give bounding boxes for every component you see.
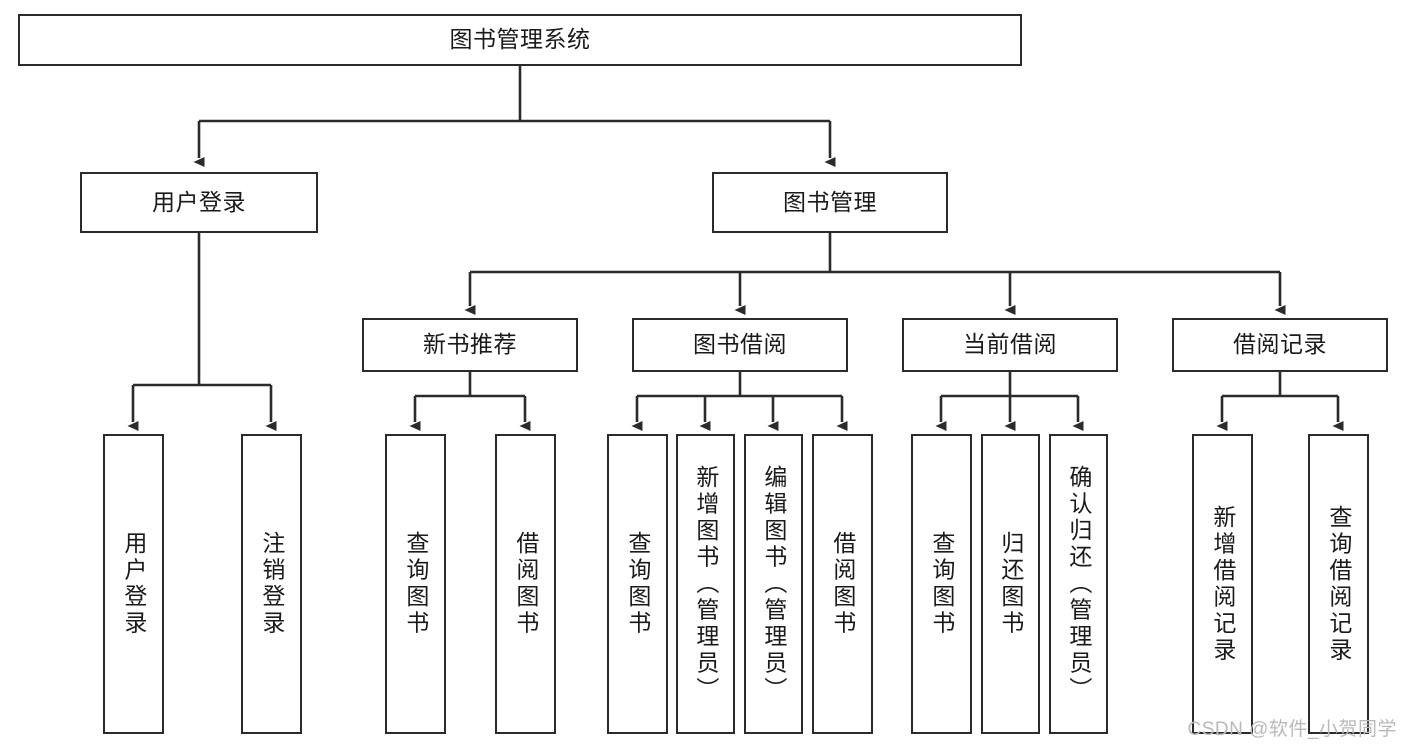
node-label: 查询图书 [928,531,955,637]
node-label: 确认归还（管理员） [1065,464,1092,704]
node-label: 查询图书 [402,531,429,637]
leaf-borrow-book-new[interactable]: 借阅图书 [495,434,556,734]
node-label: 归还图书 [997,531,1024,637]
node-root-system[interactable]: 图书管理系统 [18,14,1022,66]
leaf-query-book-new[interactable]: 查询图书 [385,434,446,734]
node-label: 查询借阅记录 [1325,504,1352,664]
node-label: 新增图书（管理员） [692,464,719,704]
node-label: 图书管理 [783,188,877,215]
leaf-logout[interactable]: 注销登录 [241,434,302,734]
node-label: 注销登录 [258,531,285,637]
node-borrow-records[interactable]: 借阅记录 [1172,318,1388,372]
node-label: 图书管理系统 [449,26,591,53]
node-current-borrow[interactable]: 当前借阅 [902,318,1118,372]
node-label: 当前借阅 [963,331,1057,358]
node-label: 借阅图书 [829,531,856,637]
node-book-borrow[interactable]: 图书借阅 [632,318,848,372]
leaf-confirm-return-admin[interactable]: 确认归还（管理员） [1049,434,1108,734]
leaf-query-book-borrow[interactable]: 查询图书 [607,434,668,734]
node-label: 新增借阅记录 [1209,504,1236,664]
node-label: 借阅图书 [512,531,539,637]
leaf-add-borrow-record[interactable]: 新增借阅记录 [1192,434,1253,734]
node-label: 用户登录 [120,531,147,637]
node-label: 编辑图书（管理员） [760,464,787,704]
leaf-borrow-book[interactable]: 借阅图书 [812,434,873,734]
node-label: 新书推荐 [423,331,517,358]
leaf-user-login[interactable]: 用户登录 [103,434,164,734]
node-user-login[interactable]: 用户登录 [80,172,318,233]
leaf-add-book-admin[interactable]: 新增图书（管理员） [676,434,735,734]
watermark: CSDN @软件_小贺同学 [1187,719,1397,740]
node-label: 查询图书 [624,531,651,637]
leaf-query-borrow-record[interactable]: 查询借阅记录 [1308,434,1369,734]
leaf-edit-book-admin[interactable]: 编辑图书（管理员） [744,434,803,734]
leaf-query-book-current[interactable]: 查询图书 [911,434,972,734]
node-book-management[interactable]: 图书管理 [712,172,948,233]
node-label: 图书借阅 [693,331,787,358]
node-new-book-recommend[interactable]: 新书推荐 [362,318,578,372]
node-label: 用户登录 [152,188,246,215]
leaf-return-book[interactable]: 归还图书 [981,434,1040,734]
node-label: 借阅记录 [1233,331,1327,358]
